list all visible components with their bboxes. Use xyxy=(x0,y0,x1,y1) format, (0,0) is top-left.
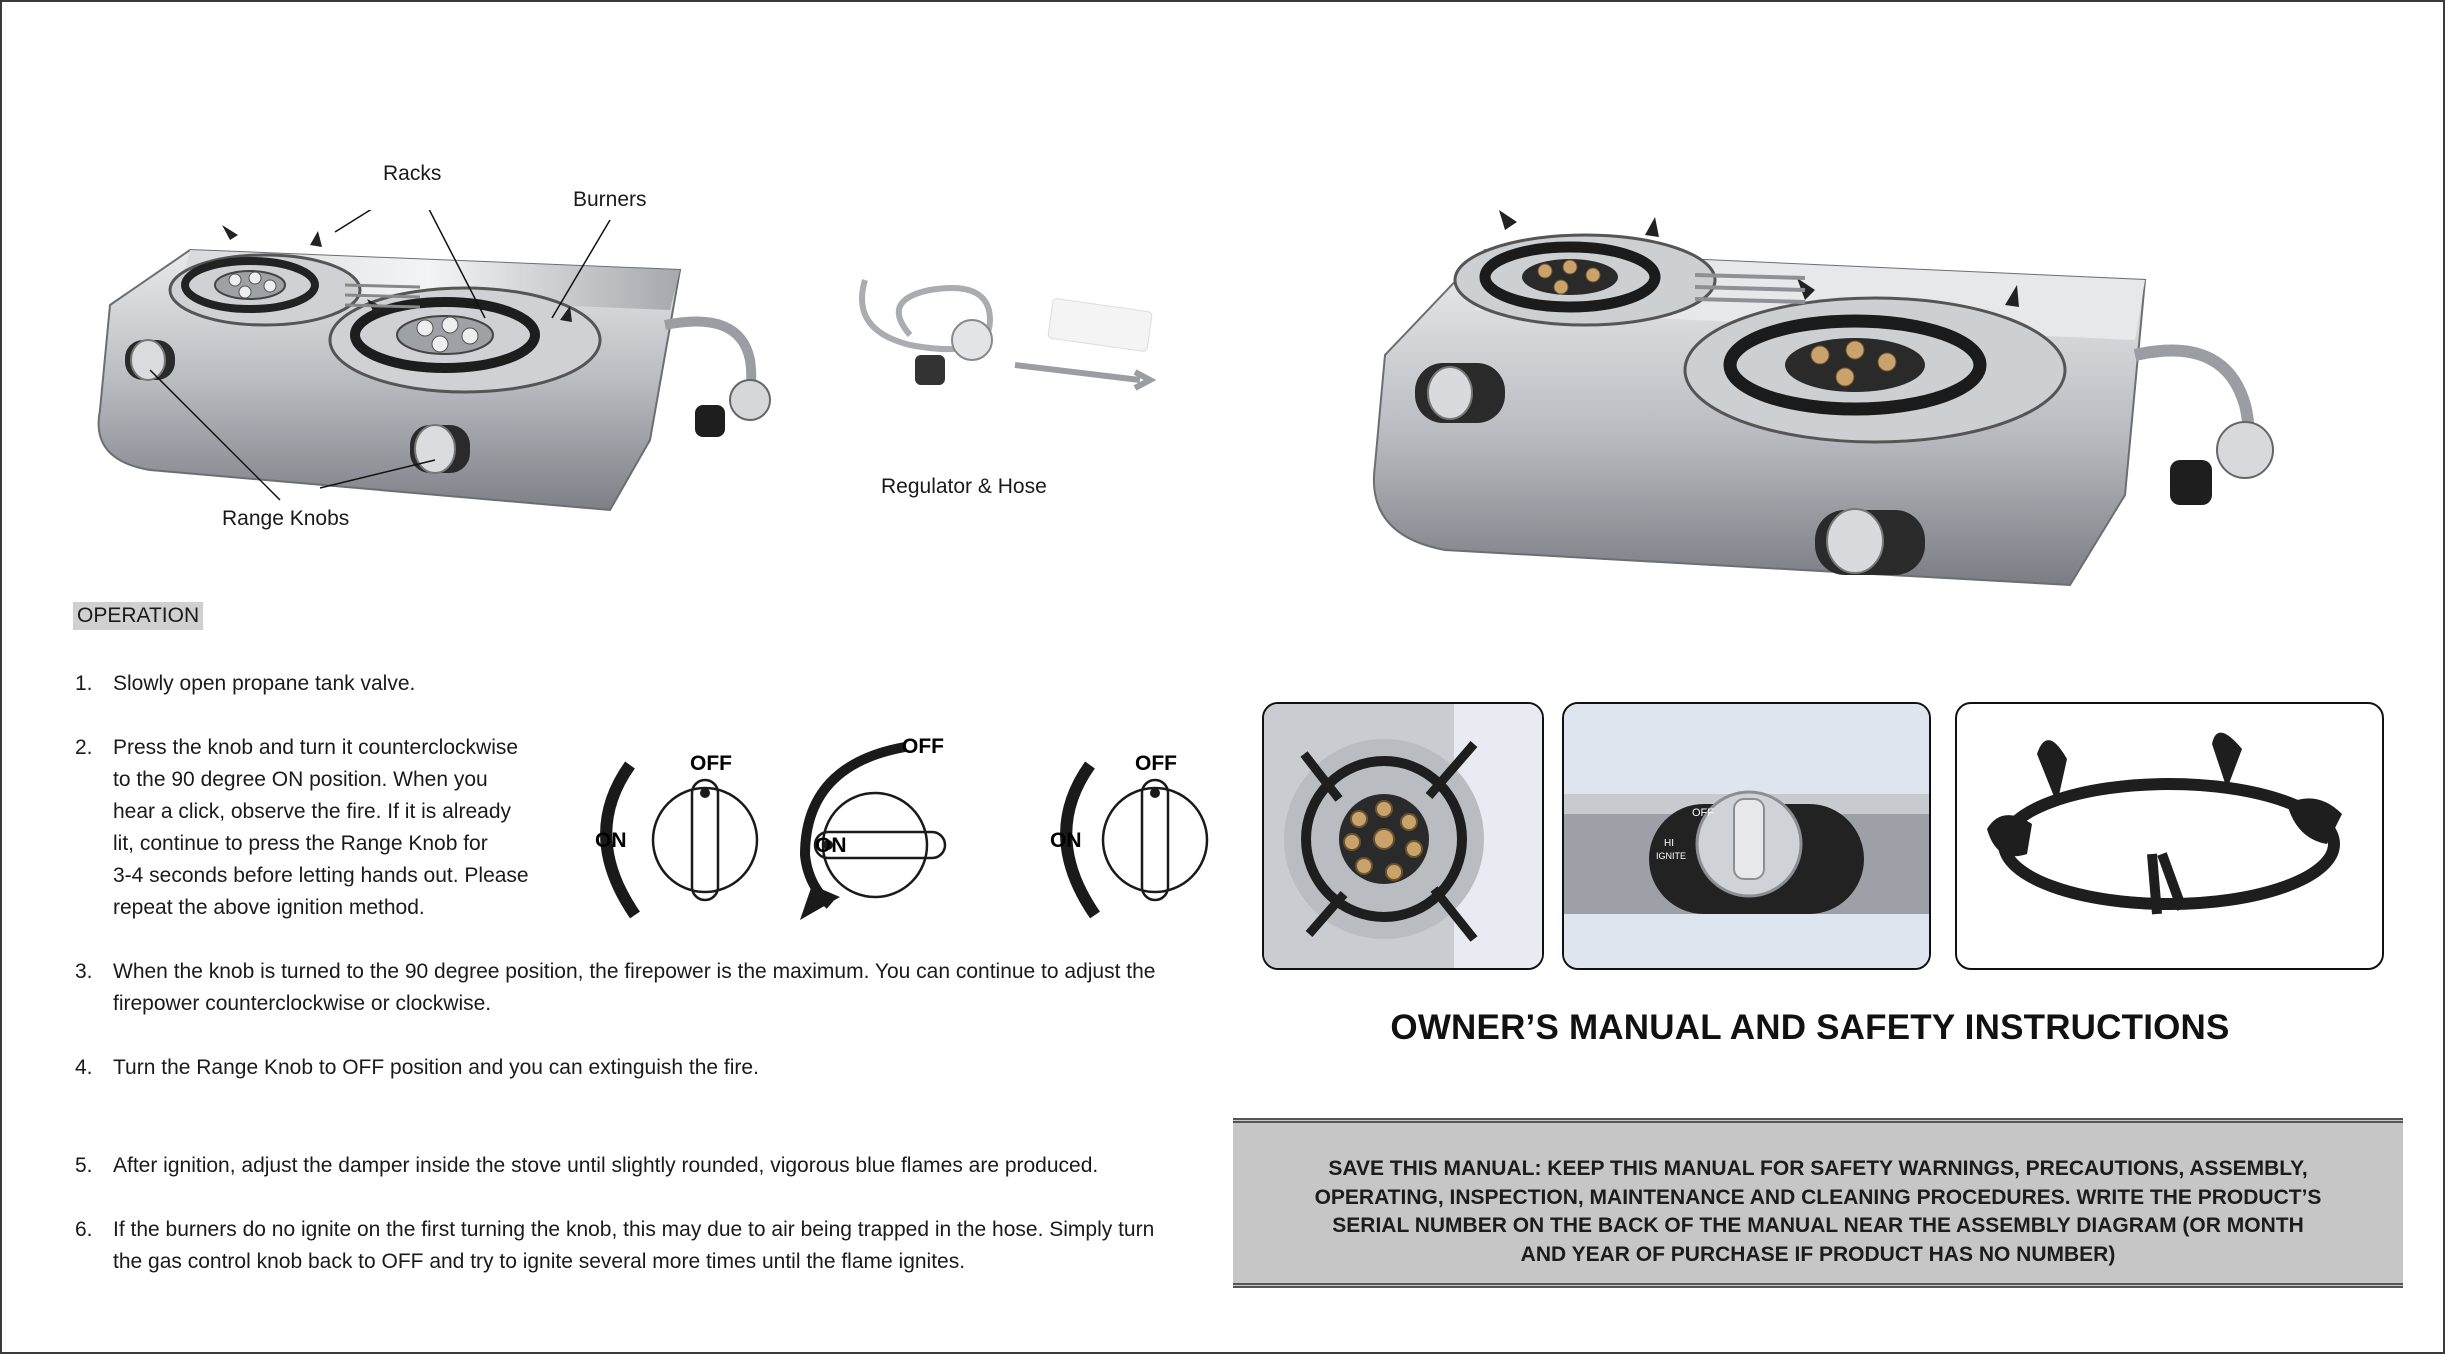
knob3-off-text: OFF xyxy=(1135,752,1177,775)
knob1-on-text: ON xyxy=(595,829,627,852)
step-number: 1. xyxy=(75,672,93,695)
step-text-line: 3-4 seconds before letting hands out. Pl… xyxy=(113,864,529,887)
knob-diagram-off-return: OFF ON xyxy=(1050,752,1209,919)
knob3-on-text: ON xyxy=(1050,829,1082,852)
step-number: 6. xyxy=(75,1218,93,1241)
step-text-line: hear a click, observe the fire. If it is… xyxy=(113,800,512,823)
label-burners: Burners xyxy=(573,188,647,211)
knob-diagram-turning: OFF ON xyxy=(799,735,947,920)
manual-title: OWNER’S MANUAL AND SAFETY INSTRUCTIONS xyxy=(1390,1008,2230,1047)
step-text-line: When the knob is turned to the 90 degree… xyxy=(113,960,1156,983)
label-regulator-hose: Regulator & Hose xyxy=(881,475,1047,498)
thumb-hi-text: HI xyxy=(1664,838,1674,849)
step-number: 3. xyxy=(75,960,93,983)
stove-photo xyxy=(1372,210,2274,587)
notice-line: SERIAL NUMBER ON THE BACK OF THE MANUAL … xyxy=(1332,1214,2304,1237)
knob1-off-text: OFF xyxy=(690,752,732,775)
step-text-line: repeat the above ignition method. xyxy=(113,896,425,919)
stove-diagram-image xyxy=(97,210,771,512)
step-text-line: Press the knob and turn it counterclockw… xyxy=(113,736,519,759)
step-number: 5. xyxy=(75,1154,93,1177)
thumb-off-text: OFF xyxy=(1692,807,1714,819)
rack-closeup-image xyxy=(1987,732,2342,915)
thumbnail-rack xyxy=(1955,702,2384,970)
step-number: 4. xyxy=(75,1056,93,1079)
step-text-line: lit, continue to press the Range Knob fo… xyxy=(113,832,488,855)
burner-closeup-image xyxy=(1264,704,1542,968)
step-text-line: If the burners do no ignite on the first… xyxy=(113,1218,1155,1241)
label-racks: Racks xyxy=(383,162,442,185)
knob2-on-text: ON xyxy=(815,834,847,857)
knob-diagram-off: OFF ON xyxy=(595,752,759,919)
label-range-knobs: Range Knobs xyxy=(222,507,350,530)
step-text-line: Slowly open propane tank valve. xyxy=(113,672,416,695)
notice-line: AND YEAR OF PURCHASE IF PRODUCT HAS NO N… xyxy=(1520,1242,2116,1266)
knob-rotation-diagram: OFF ON OFF ON OFF ON xyxy=(595,735,1209,920)
step-number: 2. xyxy=(75,736,93,759)
knob2-off-text: OFF xyxy=(902,735,944,758)
thumb-ignite-text: IGNITE xyxy=(1656,851,1686,861)
notice-line: OPERATING, INSPECTION, MAINTENANCE AND C… xyxy=(1314,1185,2322,1209)
thumbnail-knob: OFF HI IGNITE xyxy=(1562,702,1931,970)
operation-heading: OPERATION xyxy=(73,602,204,630)
step-text-line: firepower counterclockwise or clockwise. xyxy=(113,992,492,1015)
notice-line: SAVE THIS MANUAL: KEEP THIS MANUAL FOR S… xyxy=(1328,1157,2308,1180)
knob-closeup-image: OFF HI IGNITE xyxy=(1564,704,1929,968)
step-text-line: After ignition, adjust the damper inside… xyxy=(113,1154,1099,1177)
step-text-line: Turn the Range Knob to OFF position and … xyxy=(113,1056,759,1079)
step-text-line: the gas control knob back to OFF and try… xyxy=(113,1250,966,1273)
thumbnail-burner xyxy=(1262,702,1544,970)
regulator-hose-image xyxy=(859,279,1157,391)
save-manual-notice: SAVE THIS MANUAL: KEEP THIS MANUAL FOR S… xyxy=(1233,1118,2403,1288)
step-text-line: to the 90 degree ON position. When you xyxy=(113,768,488,791)
